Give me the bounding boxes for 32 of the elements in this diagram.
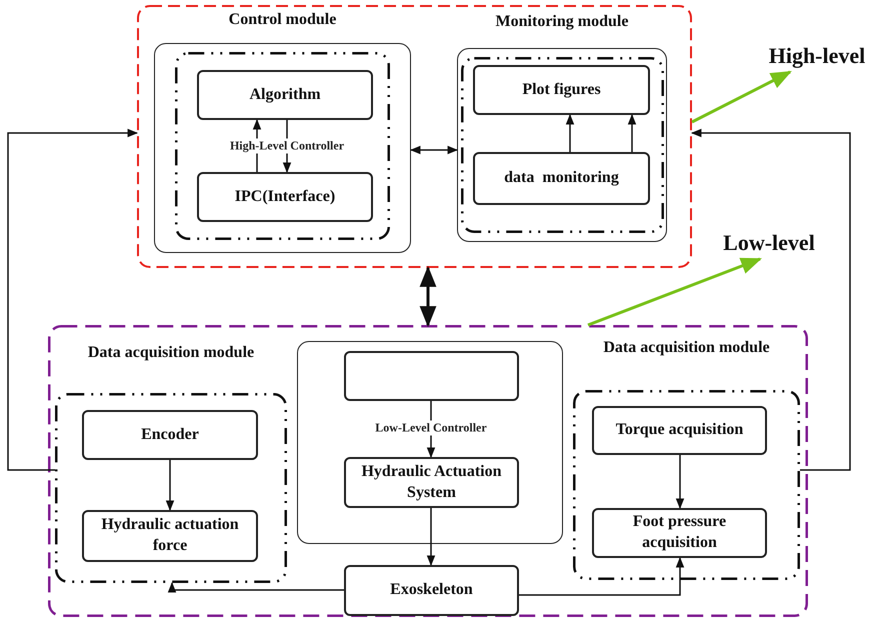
arrow	[410, 146, 458, 154]
arrow	[628, 114, 636, 152]
arrow	[519, 556, 684, 596]
process-box: data monitoring	[473, 152, 650, 205]
arrow	[7, 128, 138, 471]
edge-label: High-Level Controller	[228, 138, 346, 154]
arrow	[166, 460, 174, 512]
process-box: Foot pressure acquisition	[592, 508, 767, 558]
process-box: Algorithm	[197, 70, 373, 120]
level-label: High-level	[756, 40, 878, 72]
arrow	[690, 128, 851, 471]
arrow	[691, 70, 792, 124]
level-label: Low-level	[708, 227, 830, 259]
process-box: Plot figures	[473, 65, 650, 115]
module-heading: Data acquisition module	[602, 338, 771, 358]
arrow	[420, 266, 436, 328]
module-heading: Control module	[228, 10, 338, 30]
process-box: Encoder	[82, 410, 258, 460]
arrow	[566, 114, 574, 152]
process-box: Hydraulic actuation force	[82, 510, 258, 562]
process-box: Torque acquisition	[592, 406, 767, 455]
edge-label: Low-Level Controller	[373, 420, 489, 436]
arrow	[426, 508, 436, 566]
module-heading: Data acquisition module	[86, 343, 256, 363]
arrow	[168, 582, 344, 592]
process-box	[344, 351, 519, 401]
arrow	[587, 258, 762, 326]
module-heading: Monitoring module	[494, 12, 630, 32]
process-box: IPC(Interface)	[197, 172, 373, 222]
process-box: Exoskeleton	[344, 565, 519, 616]
process-box: Hydraulic Actuation System	[344, 457, 519, 508]
arrow	[676, 455, 684, 510]
